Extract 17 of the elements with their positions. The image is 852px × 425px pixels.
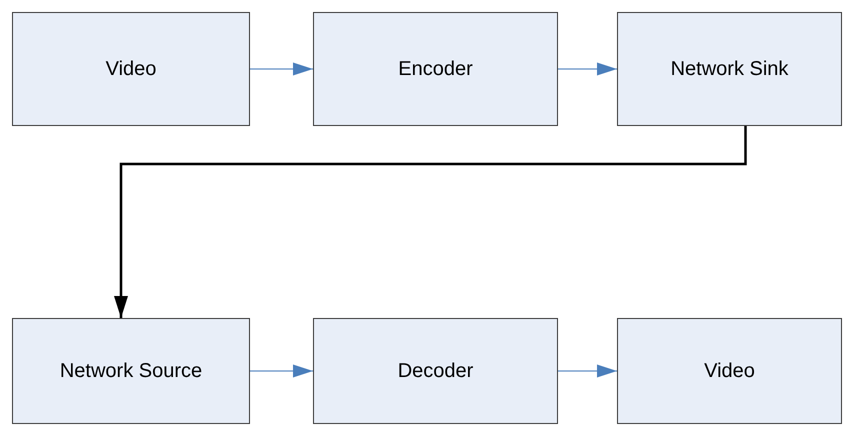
process-box [313, 12, 558, 126]
box-label: Video [704, 360, 755, 382]
box-label: Encoder [398, 58, 473, 80]
box-label: Network Sink [670, 58, 788, 80]
process-box [617, 318, 842, 424]
arrow [114, 126, 747, 318]
process-box [12, 12, 250, 126]
arrow [250, 364, 314, 378]
box-label: Network Source [60, 360, 202, 382]
box-label: Decoder [398, 360, 474, 382]
arrow [558, 62, 618, 76]
process-box [313, 318, 558, 424]
process-box [617, 12, 842, 126]
process-box [12, 318, 250, 424]
arrow [558, 364, 618, 378]
arrow [250, 62, 314, 76]
box-label: Video [106, 58, 156, 80]
